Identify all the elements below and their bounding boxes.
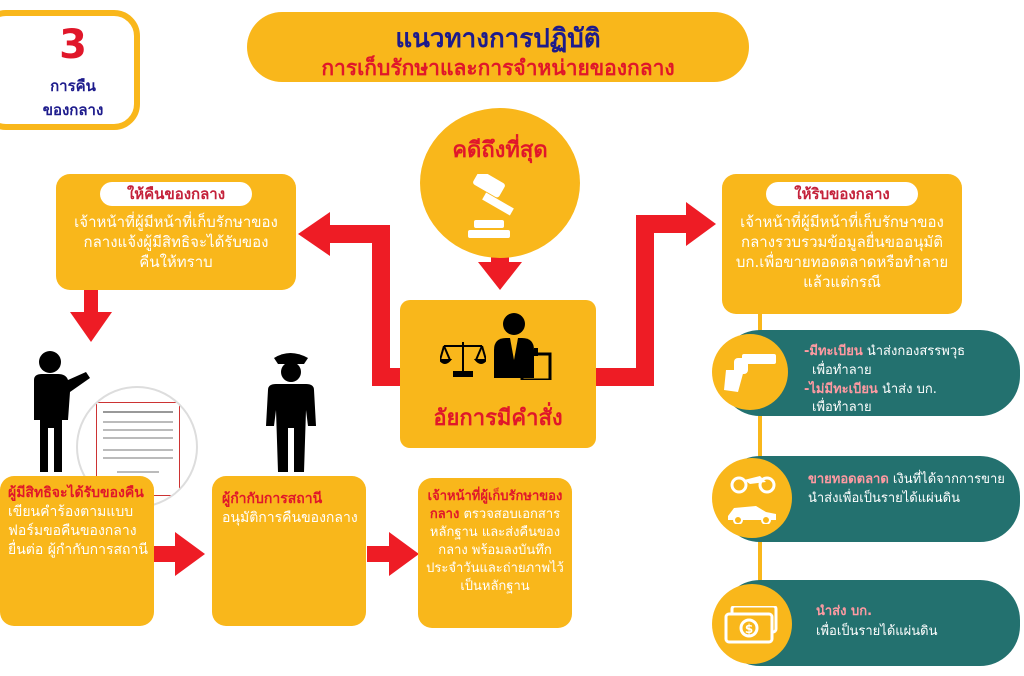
arrow-verdict-head	[478, 262, 522, 290]
arrow-left-head	[298, 212, 330, 256]
page-subtitle: การเก็บรักษาและการจำหน่ายของกลาง	[321, 56, 675, 80]
arrow-left-horizontal	[325, 225, 390, 243]
forfeit-body: เจ้าหน้าที่ผู้มีหน้าที่เก็บรักษาของกลางร…	[735, 213, 949, 291]
lawyer-icon	[494, 313, 552, 380]
step2-highlight: ผู้กำกับการสถานี	[222, 491, 323, 507]
arrow-step1-2-head	[175, 532, 205, 576]
money-text: เพื่อเป็นรายได้แผ่นดิน	[816, 624, 938, 639]
scales-icon	[440, 342, 486, 377]
step3-body: ตรวจสอบเอกสารหลักฐาน และส่งคืนของกลาง พร…	[426, 507, 564, 594]
weapons-registered-text: นำส่งกองสรรพวุธ	[866, 344, 966, 359]
page-title: แนวทางการปฏิบัติ	[395, 24, 601, 54]
weapons-registered-text3: เพื่อทำลาย	[812, 400, 872, 415]
car-icon	[728, 506, 776, 524]
police-officer-icon	[266, 353, 316, 472]
badge-line2: ของกลาง	[42, 101, 104, 119]
arrow-right-vertical	[636, 215, 654, 385]
step3-box: เจ้าหน้าที่ผู้เก็บรักษาของกลาง ตรวจสอบเอ…	[418, 478, 572, 628]
money-label: นำส่ง บก.	[816, 604, 873, 619]
header-banner: แนวทางการปฏิบัติ การเก็บรักษาและการจำหน่…	[247, 12, 749, 82]
motorcycle-icon	[730, 476, 776, 494]
auction-icon-circle	[712, 458, 792, 538]
step1-body: เขียนคำร้องตามแบบฟอร์มขอคืนของกลาง ยื่นต…	[8, 504, 148, 558]
gavel-icon	[468, 174, 514, 238]
step3-highlight: เจ้าหน้าที่ผู้เก็บรักษาของกลาง	[427, 489, 563, 522]
return-title: ให้คืนของกลาง	[100, 182, 252, 206]
arrow-step2-3	[367, 546, 393, 562]
auction-text: เงินที่ได้จากการขาย นำส่งเพื่อเป็นรายได้…	[808, 472, 1005, 506]
step2-box: ผู้กำกับการสถานี อนุมัติการคืนของกลาง	[212, 476, 366, 626]
return-box: ให้คืนของกลาง เจ้าหน้าที่ผู้มีหน้าที่เก็…	[56, 174, 296, 290]
banknotes-icon: $	[724, 606, 778, 644]
gun-icon	[724, 354, 776, 392]
step1-highlight: ผู้มีสิทธิจะได้รับของคืน	[8, 485, 144, 501]
verdict-label: คดีถึงที่สุด	[452, 138, 548, 163]
weapons-registered-text2: เพื่อทำลาย	[812, 363, 872, 378]
arrow-return-down	[84, 290, 98, 316]
weapons-unregistered-text: นำส่ง บก.	[881, 382, 937, 397]
prosecutor-label: อัยการมีคำสั่ง	[433, 406, 563, 431]
arrow-right-bottom	[596, 368, 654, 386]
arrow-return-down-head	[70, 312, 112, 342]
step2-body: อนุมัติการคืนของกลาง	[222, 510, 358, 526]
person-pointing-icon	[34, 351, 90, 472]
return-body: เจ้าหน้าที่ผู้มีหน้าที่เก็บรักษาของกลางแ…	[74, 213, 278, 271]
auction-label: ขายทอดตลาด	[808, 472, 889, 487]
arrow-right-head	[686, 202, 716, 246]
step1-box: ผู้มีสิทธิจะได้รับของคืน เขียนคำร้องตามแ…	[0, 476, 154, 626]
arrow-left-bottom	[372, 368, 404, 386]
weapons-unregistered-label: -ไม่มีทะเบียน	[804, 382, 878, 397]
section-badge: 3 การคืน ของกลาง	[0, 10, 140, 130]
arrow-right-horizontal	[636, 215, 691, 233]
gun-icon-circle	[712, 334, 788, 410]
prosecutor-box: อัยการมีคำสั่ง	[400, 300, 596, 448]
arrow-left-vertical	[372, 225, 390, 385]
badge-number: 3	[59, 22, 87, 68]
arrow-step1-2	[153, 546, 179, 562]
badge-line1: การคืน	[50, 77, 96, 95]
verdict-circle: คดีถึงที่สุด	[420, 108, 580, 258]
forfeit-title: ให้ริบของกลาง	[766, 182, 918, 206]
weapons-registered-label: -มีทะเบียน	[804, 344, 863, 359]
svg-text:$: $	[745, 622, 753, 636]
forfeit-box: ให้ริบของกลาง เจ้าหน้าที่ผู้มีหน้าที่เก็…	[722, 174, 962, 314]
arrow-step2-3-head	[389, 532, 419, 576]
money-icon-circle: $	[712, 584, 792, 664]
